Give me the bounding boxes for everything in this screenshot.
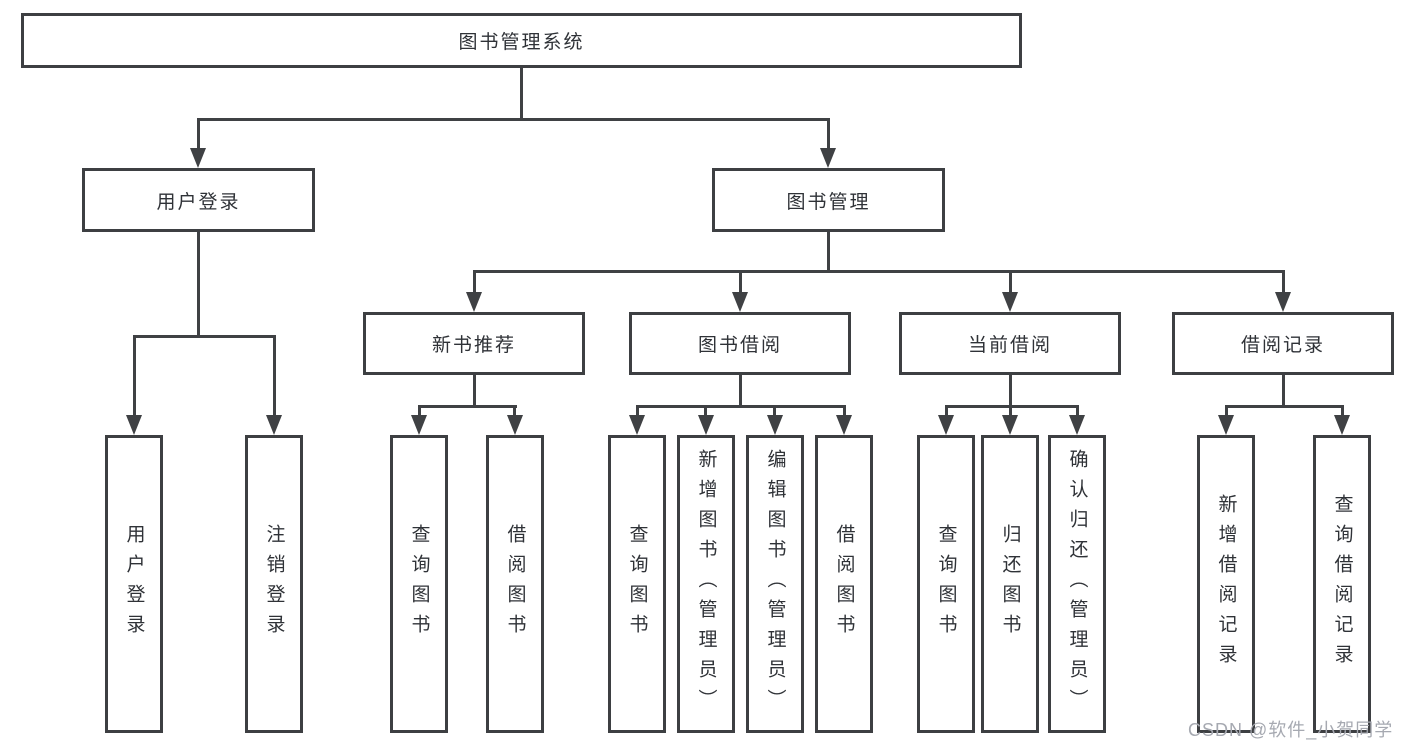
arrow-down-icon <box>938 415 954 435</box>
node-label: 图书借阅 <box>697 335 782 356</box>
leaf-query-borrow-record: 查询借阅记录 <box>1313 435 1371 733</box>
connector-line <box>739 270 742 296</box>
arrow-down-icon <box>1002 292 1018 312</box>
arrow-down-icon <box>1002 415 1018 435</box>
connector-line <box>473 270 476 296</box>
arrow-down-icon <box>411 415 427 435</box>
connector-line <box>197 232 200 338</box>
leaf-logout: 注销登录 <box>245 435 303 733</box>
arrow-down-icon <box>126 415 142 435</box>
connector-line <box>133 335 136 417</box>
connector-line <box>636 405 639 419</box>
arrow-down-icon <box>1275 292 1291 312</box>
connector-line <box>473 270 1285 273</box>
leaf-borrow-books-borrowing: 借阅图书 <box>815 435 873 733</box>
connector-line <box>197 118 830 121</box>
arrow-down-icon <box>190 148 206 168</box>
connector-line <box>945 405 1079 408</box>
connector-line <box>197 118 200 153</box>
leaf-label: 用户登录 <box>123 524 145 644</box>
node-book-borrowing: 图书借阅 <box>629 312 851 375</box>
connector-line <box>1341 405 1344 419</box>
leaf-label: 查询借阅记录 <box>1331 494 1353 674</box>
arrow-down-icon <box>1218 415 1234 435</box>
connector-line <box>1009 270 1012 296</box>
node-library-system-root: 图书管理系统 <box>21 13 1022 68</box>
connector-line <box>1282 375 1285 408</box>
arrow-down-icon <box>820 148 836 168</box>
connector-line <box>1076 405 1079 419</box>
node-borrowing-records: 借阅记录 <box>1172 312 1394 375</box>
connector-line <box>133 335 276 338</box>
leaf-borrow-books-recommend: 借阅图书 <box>486 435 544 733</box>
arrow-down-icon <box>767 415 783 435</box>
connector-line <box>739 375 742 408</box>
leaf-label: 确认归还（管理员） <box>1066 449 1088 719</box>
connector-line <box>1225 405 1228 419</box>
leaf-label: 查询图书 <box>408 524 430 644</box>
connector-line <box>1282 270 1285 296</box>
connector-line <box>418 405 517 408</box>
arrow-down-icon <box>1334 415 1350 435</box>
arrow-down-icon <box>466 292 482 312</box>
connector-line <box>273 335 276 417</box>
node-current-borrowing: 当前借阅 <box>899 312 1121 375</box>
connector-line <box>1225 405 1344 408</box>
leaf-label: 借阅图书 <box>504 524 526 644</box>
leaf-label: 编辑图书（管理员） <box>764 449 786 719</box>
connector-line <box>704 405 707 419</box>
connector-line <box>1009 375 1012 408</box>
leaf-query-books-recommend: 查询图书 <box>390 435 448 733</box>
connector-line <box>843 405 846 419</box>
leaf-add-book-admin: 新增图书（管理员） <box>677 435 735 733</box>
arrow-down-icon <box>629 415 645 435</box>
connector-line <box>827 118 830 153</box>
connector-line <box>773 405 776 419</box>
node-user-login: 用户登录 <box>82 168 315 232</box>
leaf-label: 查询图书 <box>935 524 957 644</box>
leaf-edit-book-admin: 编辑图书（管理员） <box>746 435 804 733</box>
node-new-book-recommendation: 新书推荐 <box>363 312 585 375</box>
leaf-user-login: 用户登录 <box>105 435 163 733</box>
leaf-add-borrow-record: 新增借阅记录 <box>1197 435 1255 733</box>
arrow-down-icon <box>698 415 714 435</box>
leaf-label: 查询图书 <box>626 524 648 644</box>
leaf-label: 注销登录 <box>263 524 285 644</box>
connector-line <box>513 405 516 419</box>
connector-line <box>945 405 948 419</box>
leaf-label: 借阅图书 <box>833 524 855 644</box>
node-label: 图书管理 <box>786 191 871 213</box>
connector-line <box>636 405 846 408</box>
node-label: 借阅记录 <box>1240 335 1325 356</box>
leaf-query-books-current: 查询图书 <box>917 435 975 733</box>
node-label: 当前借阅 <box>967 335 1052 356</box>
arrow-down-icon <box>507 415 523 435</box>
arrow-down-icon <box>266 415 282 435</box>
connector-line <box>473 375 476 408</box>
node-label: 图书管理系统 <box>458 32 585 53</box>
arrow-down-icon <box>836 415 852 435</box>
leaf-query-books-borrowing: 查询图书 <box>608 435 666 733</box>
leaf-label: 新增图书（管理员） <box>695 449 717 719</box>
leaf-return-book: 归还图书 <box>981 435 1039 733</box>
node-label: 新书推荐 <box>431 335 516 356</box>
connector-line <box>418 405 421 419</box>
arrow-down-icon <box>1069 415 1085 435</box>
arrow-down-icon <box>732 292 748 312</box>
connector-line <box>1009 405 1012 419</box>
node-label: 用户登录 <box>156 191 241 213</box>
connector-line <box>520 68 523 118</box>
connector-line <box>827 232 830 273</box>
watermark: CSDN @软件_小贺同学 <box>1188 720 1394 740</box>
leaf-label: 新增借阅记录 <box>1215 494 1237 674</box>
node-book-management: 图书管理 <box>712 168 945 232</box>
leaf-label: 归还图书 <box>999 524 1021 644</box>
leaf-confirm-return-admin: 确认归还（管理员） <box>1048 435 1106 733</box>
